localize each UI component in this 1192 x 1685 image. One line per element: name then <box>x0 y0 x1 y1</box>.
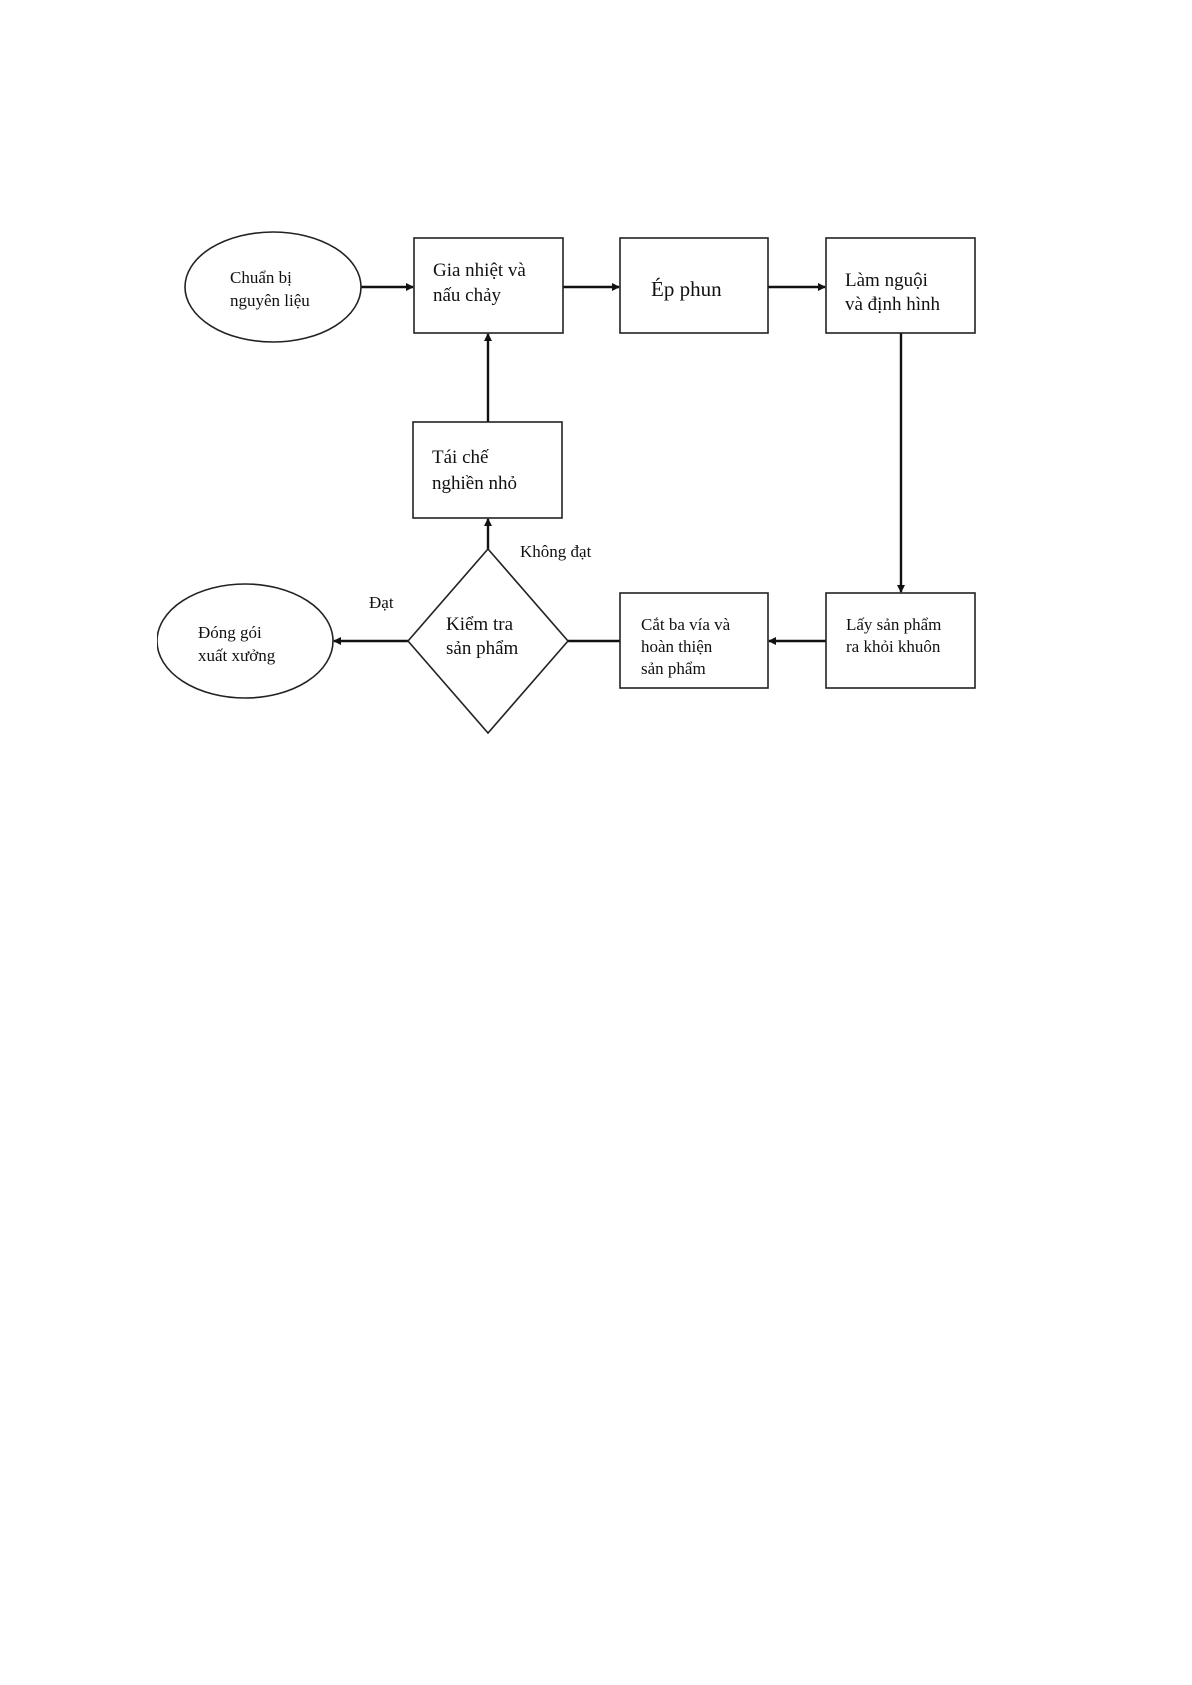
node-inject-line-1: Ép phun <box>651 277 722 301</box>
edge-label-pass: Đạt <box>369 593 394 612</box>
node-package: Đóng gói xuất xưởng <box>0 560 334 720</box>
node-remove-line-2: ra khỏi khuôn <box>846 637 941 656</box>
node-remove: Lấy sản phẩm ra khỏi khuôn <box>825 592 976 689</box>
node-package-line-1: Đóng gói <box>198 623 262 642</box>
node-trim: Cắt ba vía và hoàn thiện sản phẩm <box>619 592 769 689</box>
node-recycle: Tái chế nghiền nhỏ <box>412 421 563 519</box>
node-inspect: Kiểm tra sản phẩm <box>406 547 570 735</box>
edge-label-fail: Không đạt <box>520 542 592 561</box>
node-prepare: Chuẩn bị nguyên liệu <box>184 231 362 343</box>
node-cool-line-2: và định hình <box>845 294 940 315</box>
node-trim-line-3: sản phẩm <box>641 659 706 678</box>
node-inspect-line-2: sản phẩm <box>446 638 519 659</box>
node-heat-line-2: nấu chảy <box>433 285 502 306</box>
node-package-line-2: xuất xưởng <box>198 646 276 665</box>
node-inject: Ép phun <box>619 237 769 334</box>
node-cool-line-1: Làm nguội <box>845 270 928 291</box>
node-cool: Làm nguội và định hình <box>825 237 976 334</box>
node-prepare-line-1: Chuẩn bị <box>230 268 292 287</box>
node-heat-line-1: Gia nhiệt và <box>433 260 526 281</box>
node-inspect-line-1: Kiểm tra <box>446 614 514 635</box>
node-trim-line-2: hoàn thiện <box>641 637 713 656</box>
node-heat: Gia nhiệt và nấu chảy <box>413 237 564 334</box>
node-remove-line-1: Lấy sản phẩm <box>846 615 941 634</box>
node-trim-line-1: Cắt ba vía và <box>641 615 731 634</box>
node-prepare-line-2: nguyên liệu <box>230 291 310 310</box>
node-recycle-line-2: nghiền nhỏ <box>432 473 517 494</box>
node-recycle-line-1: Tái chế <box>432 447 489 468</box>
